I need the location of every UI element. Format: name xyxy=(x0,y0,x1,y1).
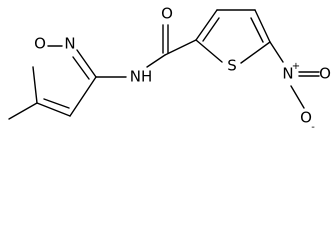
bond-c4-c5 xyxy=(36,102,71,117)
bond-t4-t5-double xyxy=(250,17,264,43)
bond-t2-t3 xyxy=(195,9,218,41)
isoxazole-oxygen-label: O xyxy=(34,35,46,53)
nitro-oxygen-negative-charge: - xyxy=(311,122,315,133)
bond-n2-c3 xyxy=(76,49,97,78)
bond-methyl xyxy=(8,102,38,120)
carbonyl-oxygen-label: O xyxy=(161,5,173,23)
atom-labels: O N NH O S N O O + - xyxy=(34,5,331,134)
nitro-nitrogen-label: N xyxy=(282,65,293,83)
nitro-oxygen-bottom-label: O xyxy=(300,109,312,127)
bond-t5-nitro-n xyxy=(269,41,284,63)
nitro-nitrogen-positive-charge: + xyxy=(292,61,300,72)
nitro-oxygen-top-label: O xyxy=(319,65,331,83)
bond-c5-o1 xyxy=(32,66,38,104)
thiophene-sulfur-label: S xyxy=(227,57,237,75)
bond-nh-carbonyl xyxy=(146,54,166,68)
amide-nh-label: NH xyxy=(130,68,153,86)
bond-n2-c3-double xyxy=(72,56,90,80)
bond-carbonyl-thiophene xyxy=(164,39,197,56)
isoxazole-nitrogen-label: N xyxy=(64,35,75,53)
bond-t5-s xyxy=(240,41,271,64)
bonds xyxy=(8,9,320,120)
bond-t4-t5 xyxy=(254,9,271,43)
bond-nitro-n-o-bottom xyxy=(290,85,305,109)
chemical-structure-diagram: O N NH O S N O O + - xyxy=(8,5,331,134)
bond-c3-c4 xyxy=(69,76,97,117)
bond-c4-c5-double xyxy=(43,98,70,109)
bond-s-t2 xyxy=(195,39,223,63)
bond-t2-t3-double xyxy=(202,17,220,42)
